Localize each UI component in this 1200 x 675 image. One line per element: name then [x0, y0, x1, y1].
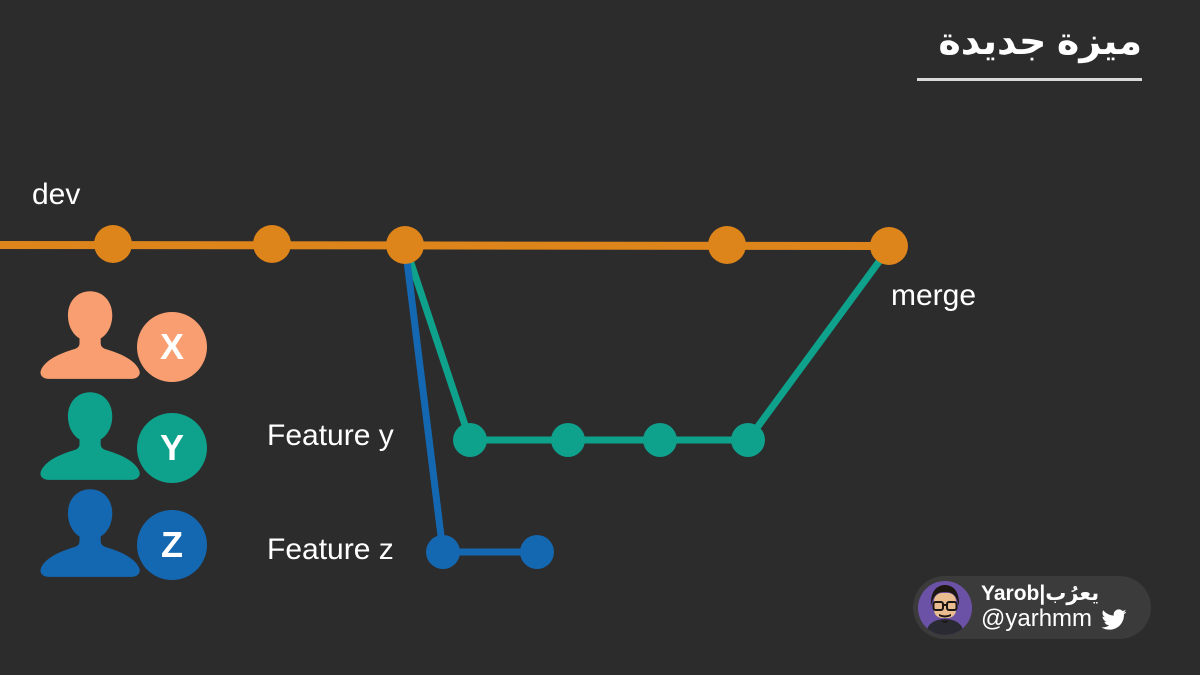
author-handle-row: @yarhmm: [981, 604, 1129, 633]
developer-x-row: X: [40, 290, 220, 385]
developer-z-badge: Z: [137, 510, 207, 580]
developer-z-letter: Z: [161, 524, 183, 565]
commit-node-dev: [708, 226, 746, 264]
slide-title: ميزة جديدة: [938, 21, 1142, 63]
commit-node-feature-y: [643, 423, 677, 457]
developer-y-row: Y: [40, 391, 220, 486]
user-silhouette-icon: [40, 392, 140, 480]
merge-label: merge: [891, 279, 977, 312]
twitter-bird-icon: [1101, 609, 1127, 630]
author-avatar: [918, 580, 972, 635]
slide-title-block: ميزة جديدة: [917, 21, 1142, 81]
user-silhouette-icon: [40, 489, 140, 577]
branch-line-dev: [0, 241, 890, 250]
commit-node-feature-z: [520, 535, 554, 569]
branch-line-feature-z: [401, 244, 537, 556]
branch-line-feature-y: [401, 243, 892, 444]
commit-node-feature-z: [426, 535, 460, 569]
commit-node-dev: [253, 225, 291, 263]
user-silhouette-icon: [40, 291, 140, 379]
dev-branch-label: dev: [32, 178, 81, 211]
developer-x-badge: X: [137, 312, 207, 382]
commit-node-feature-y: [731, 423, 765, 457]
developer-y-letter: Y: [159, 427, 184, 468]
commit-node-feature-y: [453, 423, 487, 457]
developer-x-letter: X: [159, 326, 184, 367]
author-text-block: Yarob|يعرُب @yarhmm: [981, 582, 1129, 632]
feature-z-branch-label: Feature z: [267, 533, 394, 566]
developer-y-badge: Y: [137, 413, 207, 483]
author-handle: @yarhmm: [981, 604, 1093, 632]
commit-node-dev: [94, 225, 132, 263]
commit-node-feature-y: [551, 423, 585, 457]
commit-node-dev: [870, 227, 908, 265]
developer-z-row: Z: [40, 488, 220, 583]
feature-y-branch-label: Feature y: [267, 419, 394, 452]
commit-node-dev: [386, 226, 424, 264]
author-name: Yarob|يعرُب: [981, 582, 1100, 606]
author-attribution-badge: Yarob|يعرُب @yarhmm: [913, 576, 1151, 639]
